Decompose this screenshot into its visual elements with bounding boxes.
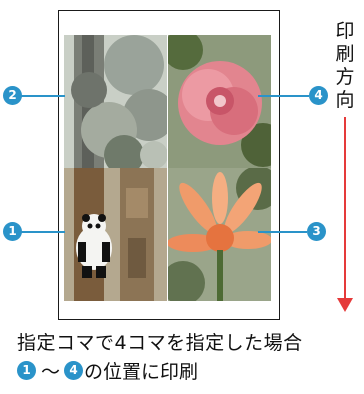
direction-char: 印 [335, 20, 355, 42]
leader-line-one [21, 231, 65, 233]
lily-image [168, 168, 271, 301]
caption-line-2: 1 〜 4 の位置に印刷 [17, 358, 199, 383]
photo-camellia [168, 35, 271, 168]
badge-two: 2 [3, 86, 22, 105]
tree-image [64, 35, 167, 168]
badge-three: 3 [307, 222, 326, 241]
camellia-image [168, 35, 271, 168]
direction-char: 向 [335, 89, 355, 111]
badge-four: 4 [309, 86, 328, 105]
leader-line-three [258, 231, 307, 233]
caption-line-1: 指定コマで4コマを指定した場合 [17, 332, 303, 354]
direction-char: 方 [335, 66, 355, 88]
photo-panda [64, 168, 167, 301]
leader-line-four [258, 95, 309, 97]
caption-text: の位置に印刷 [84, 360, 199, 383]
direction-arrow-line [344, 117, 346, 300]
direction-char: 刷 [335, 43, 355, 65]
leader-line-two [21, 95, 65, 97]
caption-tilde: 〜 [41, 360, 61, 383]
badge-one: 1 [3, 222, 22, 241]
photo-lily [168, 168, 271, 301]
direction-arrow-head [337, 298, 353, 312]
panda-image [64, 168, 167, 301]
caption-badge-four: 4 [64, 360, 84, 380]
caption-badge-one: 1 [17, 360, 36, 380]
print-direction-label: 印 刷 方 向 [333, 20, 357, 112]
photo-tree [64, 35, 167, 168]
